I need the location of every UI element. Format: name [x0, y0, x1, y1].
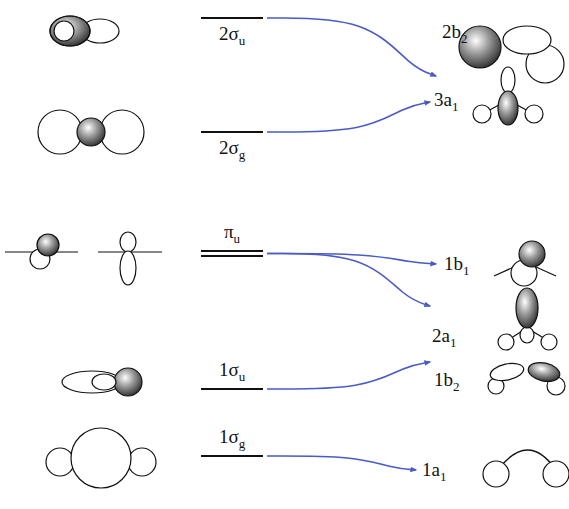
label-subscript: 2	[461, 31, 468, 46]
level-label: 1σu	[219, 360, 245, 384]
level-label: 2σg	[219, 138, 245, 162]
h-orbital	[46, 448, 74, 476]
energy-level: 1σu	[200, 360, 264, 390]
orbital-lobe	[62, 371, 122, 393]
h-orbital	[483, 461, 509, 487]
orbital-lobe	[37, 234, 59, 256]
orbital-label: 1a1	[422, 460, 446, 484]
correlation-arrow	[267, 18, 436, 76]
left-orbitals	[5, 16, 162, 488]
label-subscript: 2	[453, 379, 460, 394]
label-subscript: u	[234, 231, 241, 246]
h-orbital	[543, 461, 569, 487]
label-main: 2σ	[219, 137, 239, 158]
label-main: 1b	[434, 369, 453, 390]
orbital-lobe	[519, 241, 545, 267]
label-main: 1σ	[219, 359, 239, 380]
h-orbital	[541, 334, 557, 350]
o-orbital	[77, 118, 105, 146]
correlation-arrow	[267, 362, 430, 389]
orbital-label: 1b2	[434, 370, 460, 394]
energy-level: 2σu	[200, 17, 264, 48]
orbital-label: 2a1	[432, 326, 456, 350]
level-line	[201, 17, 263, 19]
h-orbital	[473, 105, 491, 123]
label-subscript: u	[239, 369, 246, 384]
orbital-lobe	[489, 361, 526, 384]
correlation-arrow	[267, 102, 430, 132]
orbital-lobe	[503, 26, 551, 54]
orbital-lobe	[50, 16, 90, 46]
level-line	[201, 250, 263, 257]
energy-level: πu	[200, 222, 264, 257]
orbital-lobe	[92, 374, 116, 390]
h-orbital	[100, 110, 144, 154]
orbital-lobe	[501, 67, 515, 93]
orbital-lobe	[526, 360, 561, 384]
orbital-node: 2b2	[438, 12, 566, 84]
level-label: 2σu	[219, 24, 245, 48]
label-subscript: g	[239, 436, 246, 451]
label-main: 2b	[442, 21, 461, 42]
label-main: 1σ	[219, 426, 239, 447]
label-subscript: g	[239, 147, 246, 162]
h-orbital	[498, 334, 514, 350]
orbital-lobe	[498, 91, 518, 125]
orbital-label: 3a1	[434, 90, 458, 114]
label-subscript: 1	[463, 263, 470, 278]
label-subscript: u	[239, 33, 246, 48]
orbital-lobe	[120, 232, 136, 252]
energy-level: 2σg	[200, 131, 264, 162]
h-orbital	[38, 110, 82, 154]
orbital-lobe	[114, 368, 142, 396]
orbital-lobe	[520, 327, 534, 343]
label-main: 1b	[444, 253, 463, 274]
level-line	[201, 455, 263, 457]
label-main: 2σ	[219, 23, 239, 44]
label-main: 1a	[422, 459, 440, 480]
level-label: πu	[224, 222, 240, 246]
energy-level: 1σg	[200, 427, 264, 457]
h-orbital	[525, 105, 543, 123]
orbital-node: 1b1	[438, 242, 566, 286]
label-main: π	[224, 221, 234, 242]
label-main: 2a	[432, 325, 450, 346]
orbital-outline	[50, 16, 90, 46]
level-label: 1σg	[219, 427, 245, 451]
orbital-label: 2b2	[442, 22, 468, 46]
orbital-node: 2a1	[432, 290, 564, 352]
orbital-lobe	[516, 288, 538, 328]
o-orbital	[71, 428, 131, 488]
level-line	[201, 131, 263, 133]
orbital-lobe	[459, 26, 501, 68]
label-subscript: 1	[452, 99, 459, 114]
label-subscript: 1	[450, 335, 457, 350]
orbital-lobe	[54, 21, 74, 41]
orbital-label: 1b1	[444, 254, 470, 278]
h-orbital	[128, 448, 156, 476]
correlation-arrow	[267, 456, 416, 470]
orbital-node: 3a1	[432, 88, 562, 128]
orbital-node: 1a1	[418, 440, 566, 490]
orbital-lobe	[120, 251, 136, 285]
right-orbitals	[459, 26, 569, 487]
label-subscript: 1	[440, 469, 447, 484]
level-line	[201, 388, 263, 390]
correlation-arrow	[267, 254, 436, 265]
label-main: 3a	[434, 89, 452, 110]
correlation-arrow	[267, 254, 430, 307]
orbital-node: 1b2	[432, 356, 564, 396]
